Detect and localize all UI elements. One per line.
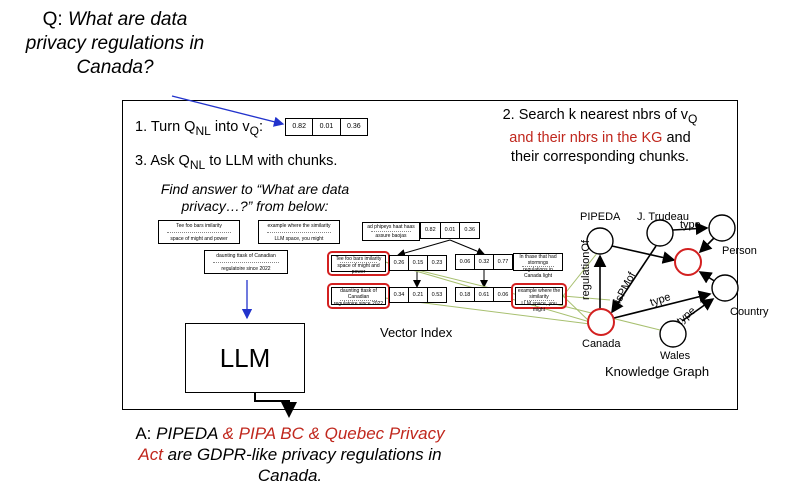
kg-label-country: Country — [730, 306, 769, 318]
kg-edge-wales-type — [681, 298, 715, 322]
kg-edge-person-target — [698, 237, 715, 254]
question-prefix: Q: — [42, 9, 63, 30]
vector-index-label: Vector Index — [380, 325, 453, 340]
question-text: What are data privacy regulations in Can… — [25, 9, 205, 78]
step-3-label: 3. Ask QNL to LLM with chunks. — [135, 153, 338, 172]
tree-edge — [397, 239, 451, 257]
kg-label-person: Person — [722, 245, 757, 257]
kg-edge-canada-type — [613, 290, 712, 319]
kg-node-target — [674, 248, 702, 276]
kg-node-pipeda — [586, 227, 614, 255]
kg-edge-trudeau-type — [672, 222, 709, 236]
tree-edge — [449, 239, 485, 256]
query-arrow — [171, 95, 285, 127]
kg-label-trudeau: J. Trudeau — [637, 211, 689, 223]
kg-label-pipeda: PIPEDA — [580, 211, 621, 223]
llm-box: LLM — [185, 323, 305, 393]
llm-to-answer-arrow — [254, 393, 297, 418]
kg-node-trudeau — [646, 219, 674, 247]
answer: A: PIPEDA & PIPA BC & Quebec Privacy Act… — [135, 424, 445, 485]
kg-node-country — [711, 274, 739, 302]
kg-edge-label-type: type — [680, 219, 701, 231]
kg-label-wales: Wales — [660, 350, 691, 362]
find-answer-prompt: Find answer to “What are data privacy…?”… — [160, 181, 350, 214]
kg-node-canada — [587, 308, 615, 336]
step-1-label: 1. Turn QNL into vQ: — [135, 119, 264, 138]
kg-node-person — [708, 214, 736, 242]
question: Q: What are data privacy regulations in … — [20, 8, 210, 80]
kg-edge-country-target — [698, 271, 717, 284]
pipeline-frame — [122, 100, 738, 410]
knowledge-graph-label: Knowledge Graph — [605, 364, 710, 379]
kg-node-wales — [659, 320, 687, 348]
kg-edge-label-regulationOf: regulationOf — [580, 240, 592, 300]
kg-edge-isPMof — [611, 245, 657, 314]
step-2-label: 2. Search k nearest nbrs of vQ and their… — [502, 107, 698, 165]
kg-label-canada: Canada — [582, 338, 621, 350]
kg-edge-pipeda-target — [611, 245, 676, 264]
